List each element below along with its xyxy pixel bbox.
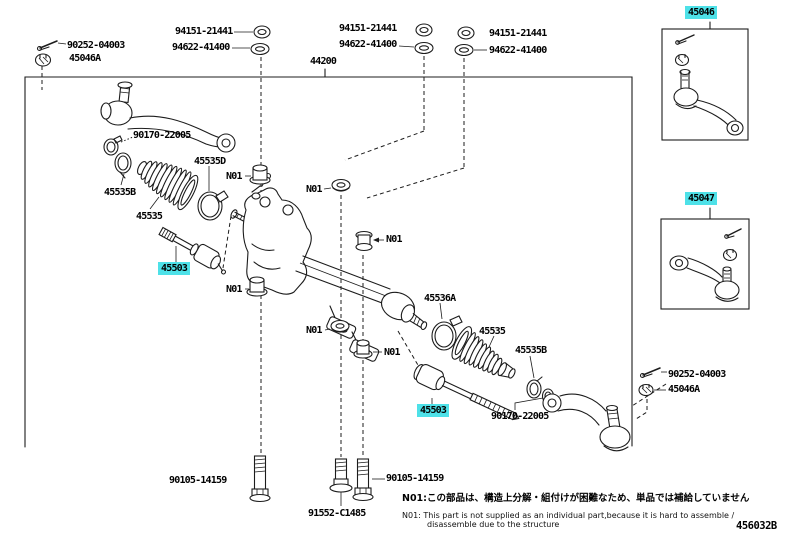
part-label-45047[interactable]: 45047 — [685, 192, 718, 205]
note-ref-n01[interactable]: N01 — [384, 347, 400, 358]
part-label-94151-21441[interactable]: 94151-21441 — [489, 28, 547, 39]
part-label-45535b[interactable]: 45535B — [104, 187, 136, 198]
callout-box-45046 — [661, 21, 749, 141]
note-japanese: N01:この部品は、構造上分解・組付けが困難なため、単品では補給していません — [402, 493, 750, 504]
clamp-45535D-icon — [197, 166, 229, 221]
nut-washer-icons-set1 — [232, 25, 271, 56]
part-label-94622-41400[interactable]: 94622-41400 — [339, 39, 397, 50]
bolt-91552-drawing — [329, 458, 353, 506]
part-label-45046a[interactable]: 45046A — [668, 384, 700, 395]
part-label-45503[interactable]: 45503 — [417, 404, 450, 417]
steering-boot-left-drawing — [136, 160, 199, 211]
rack-and-pinion-assembly-drawing — [230, 172, 428, 362]
n01-leader-lines — [245, 175, 384, 353]
castle-nut-icon — [34, 53, 52, 67]
steering-boot-right-drawing — [451, 326, 516, 379]
part-label-91552-c1485[interactable]: 91552-C1485 — [308, 508, 366, 519]
part-label-45046a[interactable]: 45046A — [69, 53, 101, 64]
outer-tie-rod-right-drawing — [542, 393, 631, 452]
outer-tie-rod-left-drawing — [100, 81, 236, 153]
nut-washer-icons-set2 — [398, 23, 434, 55]
part-label-45535b[interactable]: 45535B — [515, 345, 547, 356]
clamp-45535B-right-icon — [526, 355, 543, 399]
diagram-frame — [24, 76, 633, 448]
note-ref-n01[interactable]: N01 — [306, 184, 322, 195]
part-label-94151-21441[interactable]: 94151-21441 — [339, 23, 397, 34]
note-ref-n01[interactable]: N01 — [386, 234, 402, 245]
part-label-90170-22005[interactable]: 90170-22005 — [133, 130, 191, 141]
clamp-45535B-left-icon — [114, 152, 132, 186]
cotter-pin-icon — [36, 40, 67, 52]
part-label-45046[interactable]: 45046 — [685, 6, 718, 19]
mount-bolt-left-drawing — [249, 455, 271, 503]
mount-bolt-right-drawing — [352, 458, 385, 502]
tie-rod-end-45046-drawing — [673, 34, 744, 136]
callout-box-45047 — [660, 207, 750, 310]
part-label-90105-14159[interactable]: 90105-14159 — [386, 473, 444, 484]
grommet-icons — [246, 164, 373, 359]
note-english-line1: N01: This part is not supplied as an ind… — [402, 511, 735, 520]
inner-tie-rod-left-drawing — [158, 226, 227, 275]
note-english-line2: disassemble due to the structure — [427, 520, 560, 529]
part-label-90105-14159[interactable]: 90105-14159 — [169, 475, 227, 486]
leader-45535-right — [488, 335, 495, 348]
figure-code: 456032B — [736, 520, 777, 532]
part-label-90252-04003[interactable]: 90252-04003 — [67, 40, 125, 51]
part-label-90252-04003[interactable]: 90252-04003 — [668, 369, 726, 380]
part-label-94151-21441[interactable]: 94151-21441 — [175, 26, 233, 37]
leader-45535-left — [149, 196, 160, 210]
note-ref-n01[interactable]: N01 — [226, 171, 242, 182]
clamp-45536A-icon — [431, 302, 463, 351]
tie-rod-end-45047-drawing — [669, 228, 742, 302]
inner-tie-rod-right-drawing — [413, 364, 520, 421]
nut-washer-icons-set3 — [454, 26, 487, 57]
castle-nut-icon-bottom — [638, 383, 666, 397]
hose-clamp-90170-left-icon — [103, 135, 134, 156]
note-ref-n01[interactable]: N01 — [226, 284, 242, 295]
part-label-44200[interactable]: 44200 — [310, 56, 337, 67]
cotter-pin-icon-bottom — [639, 367, 667, 379]
part-label-45536a[interactable]: 45536A — [424, 293, 456, 304]
part-label-45535d[interactable]: 45535D — [194, 156, 226, 167]
part-label-94622-41400[interactable]: 94622-41400 — [489, 45, 547, 56]
part-label-90170-22005[interactable]: 90170-22005 — [491, 411, 549, 422]
part-label-45503[interactable]: 45503 — [158, 262, 191, 275]
part-label-45535[interactable]: 45535 — [479, 326, 506, 337]
dashed-leader-lines — [41, 56, 667, 457]
note-ref-n01[interactable]: N01 — [306, 325, 322, 336]
part-label-94622-41400[interactable]: 94622-41400 — [172, 42, 230, 53]
part-label-45535[interactable]: 45535 — [136, 211, 163, 222]
